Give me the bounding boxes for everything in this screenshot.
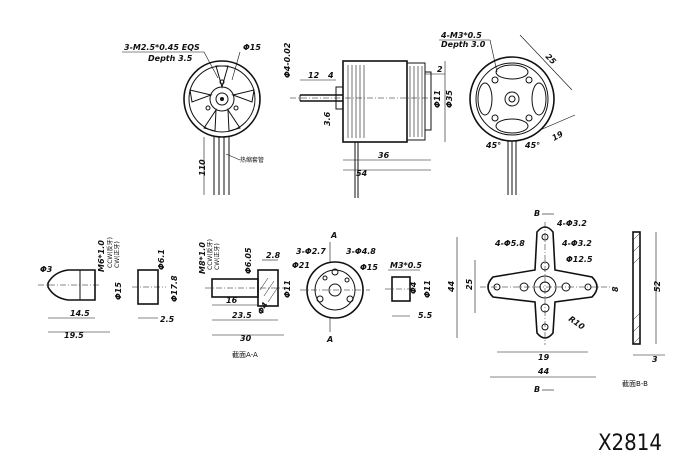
front-outer-ring (183, 60, 261, 138)
mount-phi12-5: Φ12.5 (566, 255, 593, 264)
nut-thread: M3*0.5 (390, 261, 422, 270)
washer-phi6-1: Φ6.1 (157, 249, 166, 270)
rear-dim-19: 19 (551, 129, 566, 143)
nut-phi11: Φ11 (423, 280, 432, 298)
mount-dim-44-h: 44 (537, 367, 550, 376)
side-dim-phi35: Φ35 (445, 90, 454, 108)
mount-dim-25: 25 (465, 278, 474, 290)
model-number: X2814 (598, 431, 662, 456)
hub-mark-a-top: A (330, 231, 337, 240)
mount-mark-b-bottom: B (534, 385, 540, 394)
collet-dim-2-8: 2.8 (266, 251, 281, 260)
washer-dim-2-5: 2.5 (160, 315, 175, 324)
collet-phi11: Φ11 (283, 280, 292, 298)
hub-mark-a-bottom: A (326, 335, 333, 344)
front-diameter: Φ15 (243, 43, 261, 52)
mount-plate (487, 226, 598, 339)
rear-depth-note: Depth 3.0 (441, 40, 486, 49)
side-dim-phi11: Φ11 (433, 90, 442, 108)
section-b: 52 3 截面B-B (622, 231, 665, 388)
section-a-label: 截面A-A (232, 350, 258, 359)
mount-dim-8: 8 (611, 286, 620, 292)
collet-dim-23-5: 23.5 (232, 311, 252, 320)
collet-dim-16: 16 (226, 296, 238, 305)
side-dim-3-6: 3.6 (323, 111, 332, 126)
hub-phi15: Φ15 (360, 263, 378, 272)
side-dim-36: 36 (378, 151, 390, 160)
rear-thread-note: 4-M3*0.5 (440, 31, 482, 40)
side-shaft-dia: Φ4-0.02 (283, 42, 292, 78)
hub-holes-1: 3-Φ2.7 (296, 247, 326, 256)
side-can (342, 60, 408, 143)
spinner-dia: Φ3 (40, 265, 53, 274)
collet-phi6: Φ6.05 (244, 247, 253, 274)
adapter-thread-sub2: CW(正牙) (114, 241, 121, 268)
nut-phi4: Φ4 (409, 281, 418, 294)
side-view: Φ4-0.02 12 4 3.6 36 54 2 Φ11 (283, 42, 454, 198)
mount-holes-3-2a: 4-Φ3.2 (556, 219, 587, 228)
nut-view: M3*0.5 Φ4 Φ11 5.5 (385, 261, 433, 320)
section-b-dim-3: 3 (652, 355, 658, 364)
side-dim-12: 12 (308, 71, 320, 80)
side-dim-4: 4 (327, 71, 334, 80)
collet-thread: M8*1.0 (198, 242, 207, 274)
side-dim-2: 2 (437, 65, 443, 74)
mount-dim-44-v: 44 (447, 280, 456, 293)
rear-dim-25: 25 (544, 52, 559, 67)
collet-dim-30: 30 (240, 334, 252, 343)
front-thread-note: 3-M2.5*0.45 EQS (124, 43, 200, 52)
mount-holes-3-2b: 4-Φ3.2 (561, 239, 592, 248)
section-b-label: 截面B-B (622, 379, 648, 388)
mount-mark-b-top: B (534, 209, 540, 218)
mount-dim-19: 19 (538, 353, 550, 362)
rear-view: 4-M3*0.5 Depth 3.0 25 19 45° 45° (439, 31, 576, 195)
section-b-dim-52: 52 (653, 280, 662, 292)
rear-angle-2: 45° (524, 141, 540, 150)
mount-holes-5-8: 4-Φ5.8 (494, 239, 525, 248)
front-view: 3-M2.5*0.45 EQS Depth 3.5 Φ15 热缩套管 (122, 43, 264, 195)
nut-dim-5-5: 5.5 (418, 311, 433, 320)
hub-holes-2: 3-Φ4.8 (346, 247, 376, 256)
adapter-thread: M6*1.0 (97, 240, 106, 272)
adapter-dim-14-5: 14.5 (70, 309, 90, 318)
collet-thread-sub1: CCW(反牙) (206, 239, 214, 270)
front-lead-length: 110 (198, 159, 207, 176)
hub-view: A 3-Φ2.7 3-Φ4.8 Φ21 Φ15 A (292, 231, 378, 344)
front-heat-shrink: 热缩套管 (240, 156, 264, 164)
side-dim-54: 54 (356, 169, 368, 178)
collet-thread-sub2: CW(正牙) (214, 243, 221, 270)
mount-dim-r10: R10 (567, 314, 587, 332)
prop-adapter: Φ3 M6*1.0 CCW(反牙) CW(正牙) Φ15 14.5 19.5 Φ… (38, 237, 292, 359)
rear-angle-1: 45° (485, 141, 501, 150)
mount-view: B 4-Φ3.2 4-Φ5.8 4-Φ3.2 Φ12.5 44 25 8 R10… (447, 209, 620, 394)
front-depth-note: Depth 3.5 (148, 54, 193, 63)
washer-phi17-8: Φ17.8 (170, 275, 179, 302)
rear-outer-ring (469, 56, 555, 142)
adapter-dim-phi15: Φ15 (114, 282, 123, 300)
adapter-thread-sub1: CCW(反牙) (106, 237, 114, 268)
hub-phi21: Φ21 (292, 261, 310, 270)
adapter-dim-19-5: 19.5 (64, 331, 84, 340)
